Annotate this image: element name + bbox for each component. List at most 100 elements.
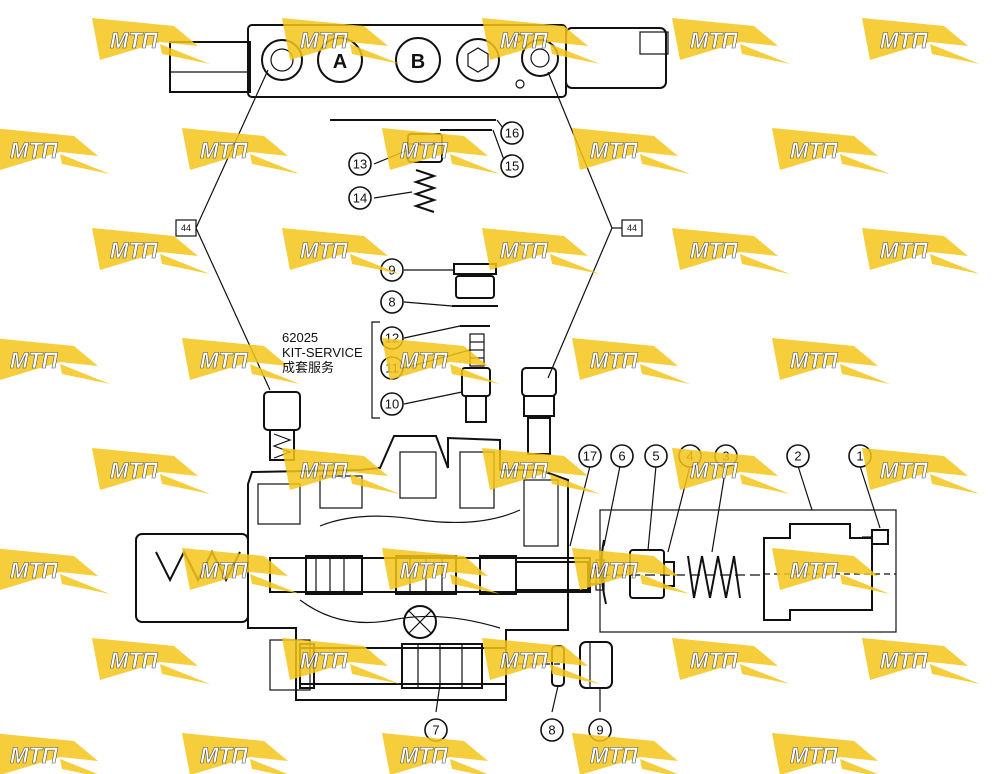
- watermark-logo: МТП: [0, 338, 110, 384]
- callout-leaders: [373, 119, 881, 713]
- watermark-text: МТП: [400, 138, 449, 163]
- watermark-logo: МТП: [0, 548, 110, 594]
- watermark-text: МТП: [400, 348, 449, 373]
- callout-2: 2: [786, 444, 810, 468]
- watermark-logo: МТП: [382, 548, 500, 594]
- watermark-logo: МТП: [282, 448, 400, 494]
- watermark-text: МТП: [200, 348, 249, 373]
- side-tag-right: 44: [612, 219, 643, 237]
- spring-14: [412, 169, 438, 213]
- svg-text:14: 14: [353, 191, 367, 206]
- watermark-text: МТП: [110, 238, 159, 263]
- watermark-logo: МТП: [862, 638, 980, 684]
- callout-13: 13: [348, 152, 372, 176]
- watermark-text: МТП: [590, 138, 639, 163]
- watermark-layer: МТП МТП МТП МТП МТП МТП МТП МТП МТП МТП МТП МТП МТП М…: [0, 18, 980, 774]
- watermark-logo: МТП: [482, 638, 600, 684]
- svg-text:17: 17: [583, 449, 597, 464]
- watermark-logo: МТП: [772, 338, 890, 384]
- watermark-logo: МТП: [92, 638, 210, 684]
- poppet-10: [461, 367, 491, 423]
- watermark-text: МТП: [690, 458, 739, 483]
- watermark-text: МТП: [690, 648, 739, 673]
- callout-14: 14: [348, 186, 372, 210]
- watermark-text: МТП: [880, 28, 929, 53]
- watermark-text: МТП: [200, 558, 249, 583]
- top-valve-block: A B: [169, 24, 669, 98]
- watermark-logo: МТП: [282, 638, 400, 684]
- watermark-logo: МТП: [572, 338, 690, 384]
- side-tag-left: 44: [175, 219, 197, 237]
- watermark-logo: МТП: [182, 128, 300, 174]
- watermark-logo: МТП: [382, 128, 500, 174]
- watermark-text: МТП: [880, 458, 929, 483]
- watermark-text: МТП: [500, 458, 549, 483]
- watermark-text: МТП: [10, 558, 59, 583]
- watermark-text: МТП: [790, 348, 839, 373]
- svg-text:2: 2: [794, 449, 801, 464]
- watermark-logo: МТП: [92, 228, 210, 274]
- callout-7: 7: [424, 718, 448, 742]
- watermark-logo: МТП: [772, 128, 890, 174]
- watermark-text: МТП: [790, 138, 839, 163]
- watermark-text: МТП: [500, 648, 549, 673]
- watermark-logo: МТП: [382, 733, 488, 774]
- callout-6: 6: [610, 444, 634, 468]
- watermark-text: МТП: [10, 348, 59, 373]
- watermark-text: МТП: [300, 238, 349, 263]
- svg-text:8: 8: [388, 295, 395, 310]
- watermark-logo: МТП: [482, 448, 600, 494]
- watermark-logo: МТП: [182, 548, 300, 594]
- svg-text:8: 8: [548, 723, 555, 738]
- svg-text:9: 9: [388, 263, 395, 278]
- kit-bracket: [371, 321, 380, 419]
- watermark-text: МТП: [690, 28, 739, 53]
- callout-8-top: 8: [380, 290, 404, 314]
- watermark-logo: МТП: [382, 338, 500, 384]
- watermark-text: МТП: [110, 648, 159, 673]
- svg-text:7: 7: [432, 723, 439, 738]
- watermark-text: МТП: [790, 558, 839, 583]
- watermark-text: МТП: [200, 743, 249, 768]
- watermark-text: МТП: [300, 28, 349, 53]
- watermark-logo: МТП: [182, 338, 300, 384]
- svg-text:15: 15: [505, 159, 519, 174]
- watermark-logo: МТП: [182, 733, 288, 774]
- watermark-text: МТП: [10, 138, 59, 163]
- watermark-logo: МТП: [482, 228, 600, 274]
- callout-17: 17: [578, 444, 602, 468]
- watermark-logo: МТП: [862, 228, 980, 274]
- kit-number: 62025: [282, 330, 319, 345]
- watermark-text: МТП: [690, 238, 739, 263]
- screw-1: [862, 529, 889, 545]
- svg-text:9: 9: [596, 723, 603, 738]
- watermark-text: МТП: [590, 558, 639, 583]
- svg-text:10: 10: [385, 397, 399, 412]
- watermark-text: МТП: [10, 743, 59, 768]
- svg-text:16: 16: [505, 126, 519, 141]
- watermark-text: МТП: [200, 138, 249, 163]
- kit-service-text: KIT-SERVICE: [282, 345, 363, 360]
- callout-15: 15: [500, 154, 524, 178]
- svg-text:1: 1: [856, 449, 863, 464]
- callout-5: 5: [644, 444, 668, 468]
- watermark-logo: МТП: [482, 18, 600, 64]
- kit-service-label: 62025 KIT-SERVICE 成套服务: [282, 330, 363, 375]
- watermark-text: МТП: [880, 238, 929, 263]
- right-cartridge: [521, 367, 557, 455]
- callout-8-bottom: 8: [540, 718, 564, 742]
- watermark-logo: МТП: [572, 733, 678, 774]
- watermark-logo: МТП: [572, 548, 690, 594]
- spring-3: [687, 555, 741, 599]
- watermark-logo: МТП: [92, 18, 210, 64]
- svg-text:13: 13: [353, 157, 367, 172]
- watermark-text: МТП: [400, 743, 449, 768]
- watermark-text: МТП: [300, 458, 349, 483]
- watermark-logo: МТП: [672, 638, 790, 684]
- watermark-logo: МТП: [0, 128, 110, 174]
- watermark-text: МТП: [300, 648, 349, 673]
- watermark-text: МТП: [790, 743, 839, 768]
- watermark-logo: МТП: [772, 548, 890, 594]
- port-b-label: B: [411, 51, 425, 73]
